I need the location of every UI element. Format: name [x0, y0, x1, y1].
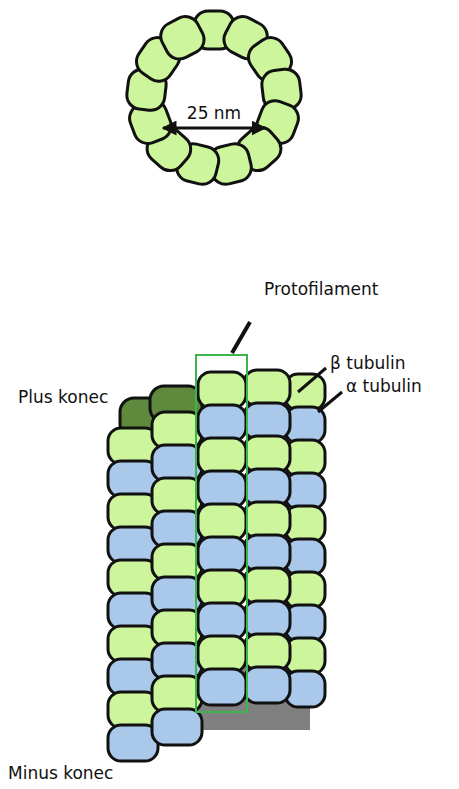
end-label: Minus konec — [8, 764, 113, 783]
alpha-tubulin — [244, 535, 290, 571]
beta-tubulin — [244, 436, 290, 472]
leader-line — [232, 322, 250, 353]
tubulin-subunit — [156, 12, 209, 64]
beta-tubulin — [244, 634, 290, 670]
alpha-tubulin — [244, 469, 290, 505]
beta-tubulin — [198, 504, 246, 540]
leader-line — [318, 392, 342, 412]
beta-tubulin — [152, 412, 202, 448]
beta-tubulin — [198, 570, 246, 606]
beta-tubulin — [244, 370, 290, 406]
alpha-tubulin — [198, 537, 246, 573]
beta-tubulin — [198, 438, 246, 474]
alpha-tubulin — [152, 511, 202, 547]
protofilament-box — [196, 355, 247, 712]
beta-tubulin — [152, 676, 202, 712]
alpha-tubulin — [244, 601, 290, 637]
alpha-tubulin — [152, 709, 202, 745]
alpha-tubulin — [244, 667, 290, 703]
leader-line — [298, 368, 326, 392]
alpha-tubulin — [152, 643, 202, 679]
microtubule-wall — [108, 370, 325, 761]
alpha-tubulin — [198, 603, 246, 639]
part-label: Protofilament — [264, 280, 378, 299]
beta-tubulin — [198, 636, 246, 672]
beta-tubulin — [152, 544, 202, 580]
diameter-arrow — [163, 127, 265, 130]
alpha-tubulin — [152, 445, 202, 481]
alpha-tubulin — [198, 669, 246, 705]
alpha-tubulin — [152, 577, 202, 613]
dimension-label: 25 nm — [185, 104, 243, 123]
alpha-tubulin — [198, 405, 246, 441]
part-label: α tubulin — [346, 377, 422, 396]
alpha-tubulin — [244, 403, 290, 439]
beta-tubulin — [198, 372, 246, 408]
cross-section-ring — [125, 11, 303, 187]
beta-tubulin — [244, 502, 290, 538]
end-label: Plus konec — [18, 388, 108, 407]
beta-tubulin — [152, 478, 202, 514]
alpha-tubulin — [198, 471, 246, 507]
beta-tubulin — [244, 568, 290, 604]
part-label: β tubulin — [330, 354, 405, 373]
beta-tubulin — [152, 610, 202, 646]
